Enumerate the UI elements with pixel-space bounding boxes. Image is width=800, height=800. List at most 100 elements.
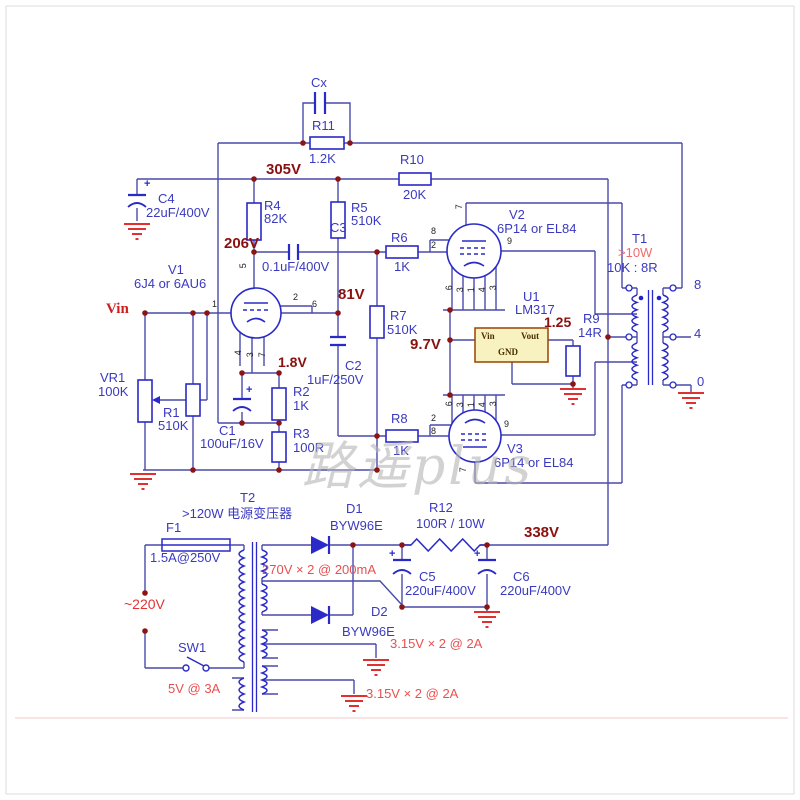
label-h315a: 3.15V × 2 @ 2A [390, 636, 483, 651]
label-r7: R7 [390, 308, 407, 323]
label-r6: R6 [391, 230, 408, 245]
label-vin: Vin [106, 301, 129, 317]
label-v2-b4: 4 [476, 287, 487, 293]
label-r1-val: 510K [158, 418, 189, 433]
potentiometer-vr1 [137, 379, 153, 423]
label-r2: R2 [293, 384, 310, 399]
switch-sw1 [182, 656, 210, 672]
label-r3-val: 100R [293, 440, 325, 455]
ground-symbols [124, 223, 704, 712]
label-v18: 1.8V [278, 354, 307, 370]
t2-hv-coil-1 [259, 549, 268, 579]
label-lm-gnd: GND [498, 347, 518, 357]
t1-primary-coil-2 [631, 342, 640, 381]
label-c1-plus: + [246, 384, 253, 396]
resistor-r6 [385, 245, 419, 259]
label-v1-pin3: 3 [244, 352, 255, 358]
label-v2-pin8: 8 [431, 226, 437, 236]
label-c3: C3 [330, 220, 347, 235]
tube-v1 [230, 287, 282, 339]
capacitors [127, 92, 497, 575]
label-v338: 338V [524, 524, 560, 541]
label-r12: R12 [429, 500, 453, 515]
capacitor-c6-curve [477, 569, 497, 575]
label-v3-t4: 4 [476, 402, 487, 408]
label-sec0: 0 [697, 374, 705, 389]
label-cx: Cx [311, 75, 327, 90]
resistor-r3 [271, 431, 287, 463]
label-v5: 5V @ 3A [168, 681, 221, 696]
fuse-f1 [161, 538, 231, 552]
label-v2-b2: 3 [454, 287, 465, 293]
label-t2: T2 [240, 490, 256, 505]
label-t1-ratio: 10K : 8R [607, 260, 658, 275]
label-t1: T1 [632, 231, 648, 246]
label-v3-pin2: 2 [431, 413, 437, 423]
label-c6-val: 220uF/400V [500, 583, 571, 598]
label-r4-val: 82K [264, 211, 288, 226]
label-v3-pin7: 7 [457, 467, 468, 473]
t1-primary-coil-1 [631, 294, 640, 333]
label-v3-t3: 1 [465, 402, 476, 408]
label-u1: U1 [523, 289, 540, 304]
resistor-r12-zigzag [402, 537, 487, 553]
label-c1-val: 100uF/16V [200, 436, 264, 451]
label-h315b: 3.15V × 2 @ 2A [366, 686, 459, 701]
capacitor-cx [313, 92, 327, 114]
label-lm-vin: Vin [481, 331, 495, 341]
label-r10: R10 [400, 152, 424, 167]
label-c5-val: 220uF/400V [405, 583, 476, 598]
label-t1-pow: >10W [618, 245, 653, 260]
label-d2: D2 [371, 604, 388, 619]
label-r1: R1 [163, 405, 180, 420]
label-t2-type: >120W 电源变压器 [182, 506, 293, 521]
label-c3-val: 0.1uF/400V [262, 259, 330, 274]
label-f1-val: 1.5A@250V [150, 550, 221, 565]
label-r8: R8 [391, 411, 408, 426]
t2-5v-coil [238, 677, 247, 711]
label-vr1-val: 100K [98, 384, 129, 399]
t1-secondary-coil-2 [660, 342, 669, 381]
label-v3-pin8: 8 [431, 426, 437, 436]
label-v1-pin6: 6 [312, 299, 318, 309]
t2-primary-coil [238, 549, 247, 663]
label-v1-pin7: 7 [256, 352, 267, 358]
label-v1-pin1: 1 [212, 299, 218, 309]
label-c6: C6 [513, 569, 530, 584]
label-v1-pin2: 2 [293, 292, 299, 302]
t1-polarity-dots [638, 295, 662, 301]
resistor-r7 [369, 305, 385, 339]
resistor-r1 [185, 383, 201, 417]
label-lm-vout: Vout [521, 331, 540, 341]
resistor-r8 [385, 429, 419, 443]
capacitor-c3 [287, 244, 300, 260]
resistor-r2 [271, 387, 287, 421]
label-sw1: SW1 [178, 640, 207, 655]
tube-v3 [448, 409, 502, 463]
label-v2-type: 6P14 or EL84 [497, 221, 577, 236]
label-r3: R3 [293, 426, 310, 441]
label-sec8: 8 [694, 277, 702, 292]
junction-dots [142, 140, 611, 634]
capacitor-c2 [330, 335, 346, 347]
label-v3-t1: 6 [443, 401, 454, 407]
resistor-r5 [330, 201, 346, 239]
label-u1-type: LM317 [515, 302, 555, 317]
label-v3-pin9: 9 [504, 419, 510, 429]
label-r2-val: 1K [293, 398, 309, 413]
label-f1: F1 [166, 520, 182, 535]
label-v1-pin5: 5 [237, 263, 248, 269]
label-d1: D1 [346, 501, 363, 516]
capacitor-c1-curve [232, 406, 252, 412]
label-d1-val: BYW96E [330, 518, 383, 533]
label-v81: 81V [338, 286, 365, 303]
label-r5: R5 [351, 200, 368, 215]
label-c2: C2 [345, 358, 362, 373]
label-v3-t5: 3 [487, 401, 498, 407]
resistor-r11 [309, 136, 345, 150]
label-c4-val: 22uF/400V [146, 205, 210, 220]
t2-heater-coil-a [259, 629, 268, 659]
label-c5: C5 [419, 569, 436, 584]
label-v2-pin9: 9 [507, 236, 513, 246]
